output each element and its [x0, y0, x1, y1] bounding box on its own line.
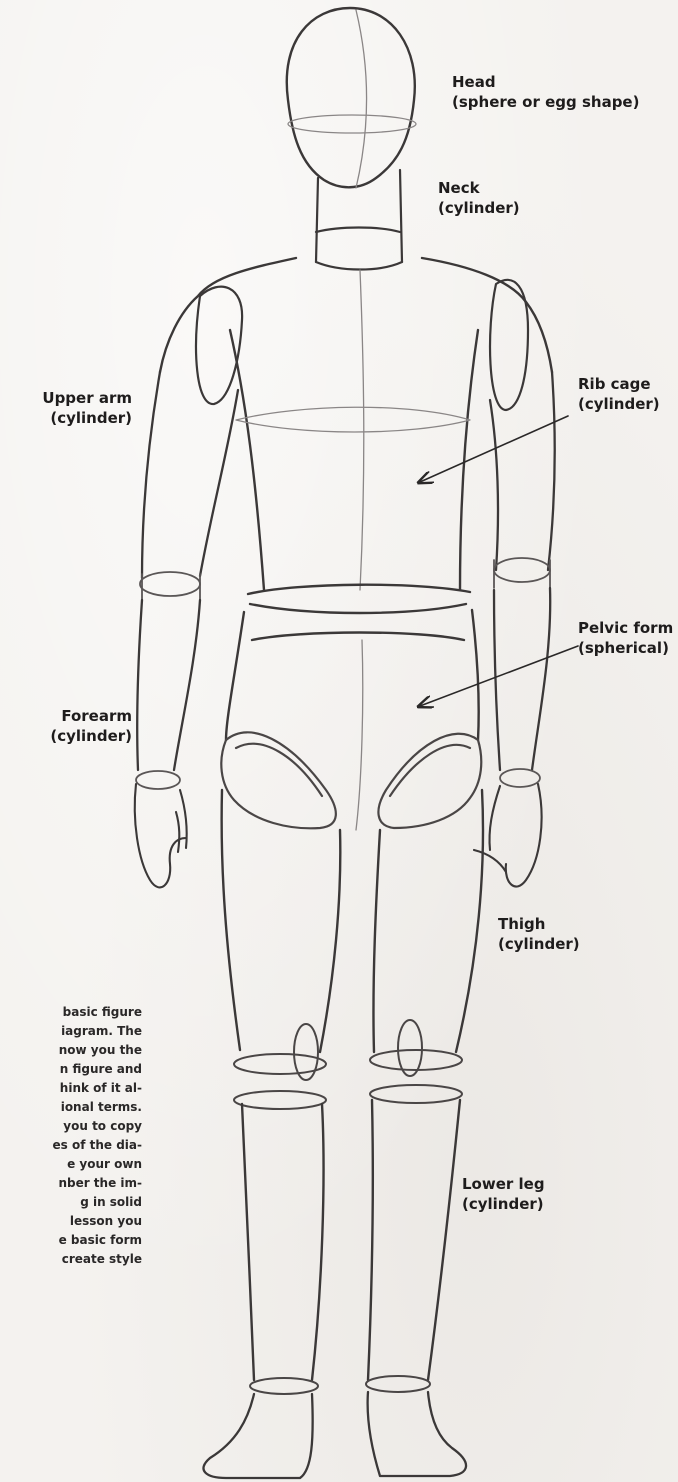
label-pelvic-form-title: Pelvic form	[578, 618, 673, 638]
knee-joints	[234, 1020, 462, 1109]
caption-line: ional terms.	[0, 1098, 142, 1117]
caption-line: create style	[0, 1250, 142, 1269]
label-lower-leg-title: Lower leg	[462, 1174, 545, 1194]
hip-sockets	[221, 732, 481, 828]
ankle-joints	[250, 1376, 430, 1394]
label-forearm: Forearm (cylinder)	[22, 706, 132, 746]
label-upper-arm-sub: (cylinder)	[22, 408, 132, 428]
caption-line: hink of it al-	[0, 1079, 142, 1098]
label-upper-arm: Upper arm (cylinder)	[22, 388, 132, 428]
caption-line: n figure and	[0, 1060, 142, 1079]
label-neck-title: Neck	[438, 178, 520, 198]
forearms	[137, 588, 550, 770]
caption-line: e basic form	[0, 1231, 142, 1250]
label-thigh-title: Thigh	[498, 914, 580, 934]
label-rib-cage-sub: (cylinder)	[578, 394, 660, 414]
label-thigh: Thigh (cylinder)	[498, 914, 580, 954]
label-head-sub: (sphere or egg shape)	[452, 92, 639, 112]
label-pelvic-form: Pelvic form (spherical)	[578, 618, 673, 658]
caption-line: g in solid	[0, 1193, 142, 1212]
label-pelvic-form-sub: (spherical)	[578, 638, 673, 658]
label-head-title: Head	[452, 72, 639, 92]
label-rib-cage-title: Rib cage	[578, 374, 660, 394]
head-shape	[287, 8, 415, 187]
caption-line: e your own	[0, 1155, 142, 1174]
label-lower-leg-sub: (cylinder)	[462, 1194, 545, 1214]
label-neck: Neck (cylinder)	[438, 178, 520, 218]
pelvic-form-shape	[226, 585, 479, 740]
thighs	[222, 790, 483, 1052]
caption-line: es of the dia-	[0, 1136, 142, 1155]
caption-line: now you the	[0, 1041, 142, 1060]
label-forearm-title: Forearm	[22, 706, 132, 726]
upper-arms	[142, 372, 555, 578]
caption-line: nber the im-	[0, 1174, 142, 1193]
label-head: Head (sphere or egg shape)	[452, 72, 639, 112]
hands	[135, 784, 542, 887]
pelvic-construction	[356, 640, 363, 830]
label-rib-cage: Rib cage (cylinder)	[578, 374, 660, 414]
caption-line: you to copy	[0, 1117, 142, 1136]
label-forearm-sub: (cylinder)	[22, 726, 132, 746]
label-thigh-sub: (cylinder)	[498, 934, 580, 954]
lower-legs	[242, 1100, 460, 1380]
label-upper-arm-title: Upper arm	[22, 388, 132, 408]
caption-text: basic figure iagram. The now you the n f…	[0, 1003, 142, 1482]
label-lower-leg: Lower leg (cylinder)	[462, 1174, 545, 1214]
rib-cage-construction	[236, 270, 470, 590]
feet	[203, 1392, 466, 1478]
caption-line: iagram. The	[0, 1022, 142, 1041]
caption-line: lesson you	[0, 1212, 142, 1231]
caption-line: basic figure	[0, 1003, 142, 1022]
label-neck-sub: (cylinder)	[438, 198, 520, 218]
